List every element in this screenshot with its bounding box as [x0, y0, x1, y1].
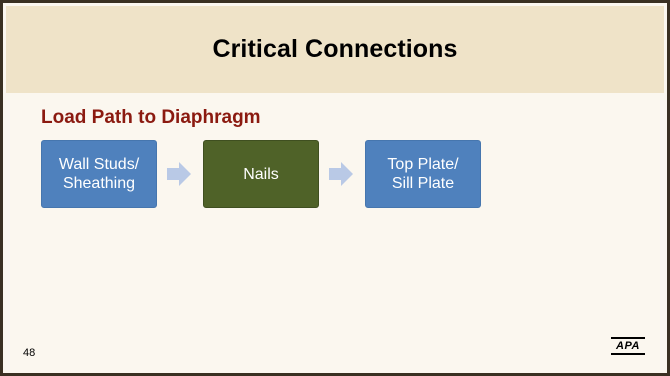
flow-box-top-plate-sill-plate: Top Plate/Sill Plate: [365, 140, 481, 208]
flow-box-nails: Nails: [203, 140, 319, 208]
slide-title: Critical Connections: [212, 35, 458, 63]
flow-box-label: Wall Studs/Sheathing: [58, 156, 140, 192]
slide-subtitle: Load Path to Diaphragm: [41, 107, 261, 128]
apa-logo: APA: [611, 337, 645, 355]
right-arrow-icon: [167, 162, 191, 186]
title-bar: Critical Connections: [6, 6, 664, 93]
page-number: 48: [23, 347, 36, 359]
right-arrow-icon: [329, 162, 353, 186]
flow-box-label: Nails: [243, 165, 279, 183]
flow-box-wall-studs-sheathing: Wall Studs/Sheathing: [41, 140, 157, 208]
flow-box-label: Top Plate/Sill Plate: [387, 156, 459, 192]
